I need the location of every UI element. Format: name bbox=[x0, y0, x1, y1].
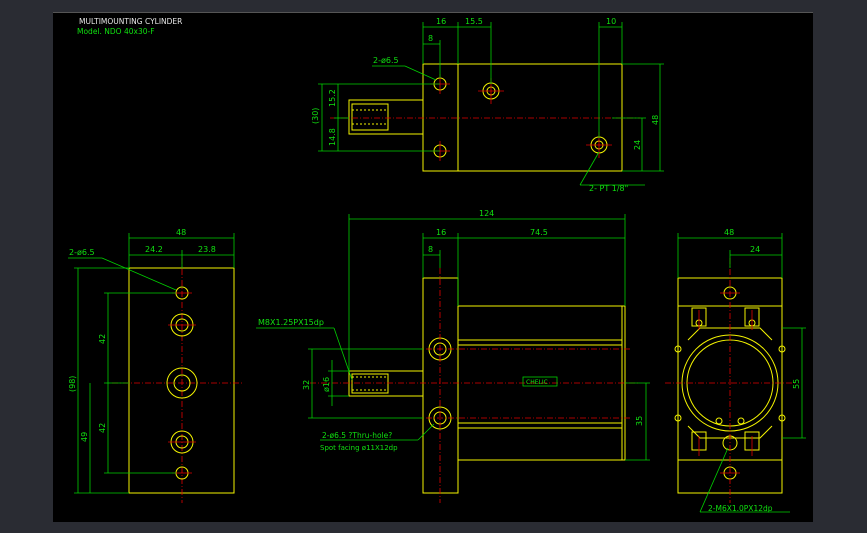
left-view: 48 24.2 23.8 2-ø6.5 (98) 42 42 49 bbox=[68, 228, 244, 503]
top-dim-16: 16 bbox=[436, 17, 446, 26]
top-dim-48: 48 bbox=[651, 115, 660, 125]
top-dim-8: 8 bbox=[428, 34, 433, 43]
top-dim-14-8: 14.8 bbox=[328, 128, 337, 146]
left-hole-label: 2-ø6.5 bbox=[69, 248, 95, 257]
left-dim-42a: 42 bbox=[98, 334, 107, 344]
right-dim-24: 24 bbox=[750, 245, 760, 254]
front-thread-label: M8X1.25PX15dp bbox=[258, 318, 324, 327]
left-dim-48: 48 bbox=[176, 228, 186, 237]
front-dim-74-5: 74.5 bbox=[530, 228, 548, 237]
title-line1: MULTIMOUNTING CYLINDER bbox=[79, 17, 182, 26]
front-hole-label-2: Spot facing ø11X12dp bbox=[320, 444, 398, 452]
left-dim-98: (98) bbox=[68, 376, 77, 392]
front-dim-32: 32 bbox=[302, 380, 311, 390]
left-dim-24-2: 24.2 bbox=[145, 245, 163, 254]
top-dim-15-5: 15.5 bbox=[465, 17, 483, 26]
front-dim-16-rod: ø16 bbox=[322, 377, 331, 392]
front-view: CHELIC 124 16 74.5 8 M8X1.25PX15dp 32 ø1… bbox=[256, 209, 650, 503]
right-dim-48: 48 bbox=[724, 228, 734, 237]
front-dim-16: 16 bbox=[436, 228, 446, 237]
front-hole-label-1: 2-ø6.5 ?Thru-hole? bbox=[322, 431, 392, 440]
title-line2: Model. NDO 40x30-F bbox=[77, 27, 155, 36]
brand-label: CHELIC bbox=[526, 379, 548, 386]
front-dim-124: 124 bbox=[479, 209, 494, 218]
top-port-label: 2- PT 1/8" bbox=[589, 184, 628, 193]
right-dim-55: 55 bbox=[792, 379, 801, 389]
front-dim-8: 8 bbox=[428, 245, 433, 254]
top-dim-24: 24 bbox=[633, 140, 642, 150]
top-view: 16 15.5 10 8 2-ø6.5 (30) 15.2 14.8 48 24… bbox=[311, 17, 664, 193]
front-dim-35: 35 bbox=[635, 416, 644, 426]
top-dim-10: 10 bbox=[606, 17, 616, 26]
top-dim-15-2: 15.2 bbox=[328, 89, 337, 107]
right-view: 48 24 55 2-M6X1.0PX12dp bbox=[665, 228, 806, 513]
left-dim-42b: 42 bbox=[98, 423, 107, 433]
right-thread-label: 2-M6X1.0PX12dp bbox=[708, 504, 773, 513]
left-dim-23-8: 23.8 bbox=[198, 245, 216, 254]
top-dim-30: (30) bbox=[311, 108, 320, 124]
left-dim-49: 49 bbox=[80, 432, 89, 442]
top-hole-label: 2-ø6.5 bbox=[373, 56, 399, 65]
